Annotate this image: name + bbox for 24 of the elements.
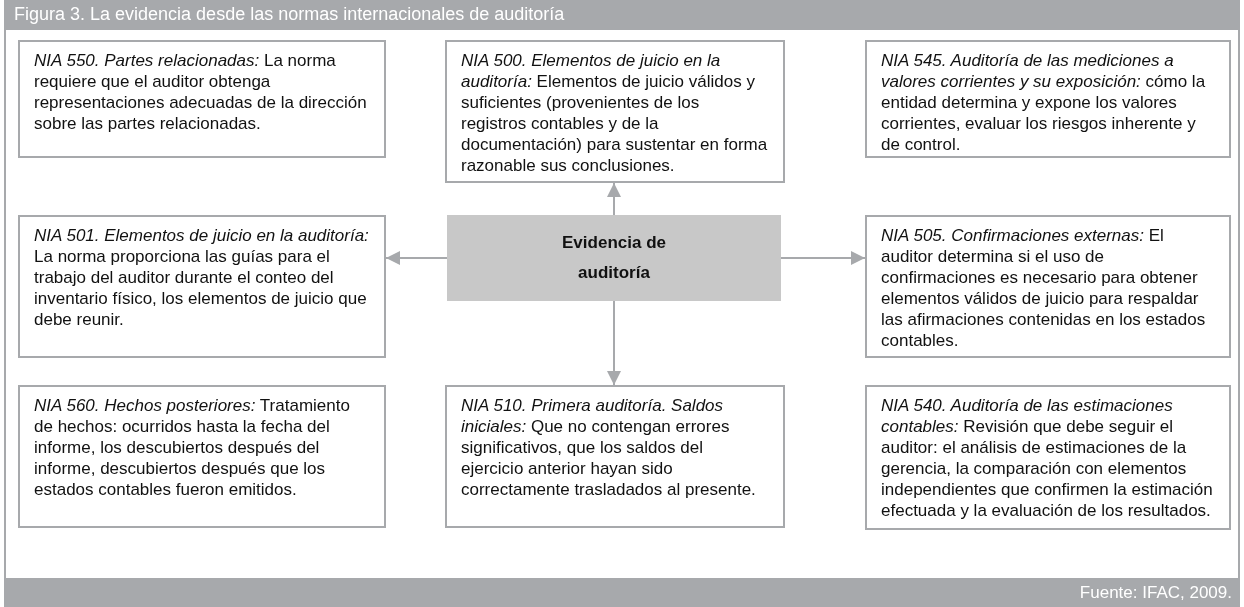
norm-description: NIA 550. Partes relacionadas: La norma requiere que el auditor obtenga representaciones adecuadas de la dirección sobre las partes relacionadas. bbox=[34, 50, 368, 134]
source-caption: Fuente: IFAC, 2009. bbox=[1079, 583, 1232, 603]
arrow bbox=[385, 251, 448, 265]
arrow bbox=[780, 251, 866, 265]
norm-description: NIA 505. Confirmaciones externas: El auditor determina si el uso de confirmaciones es necesario para obtener elementos válidos de juicio para respaldar las afirmaciones contenidas en los estados contables. bbox=[881, 225, 1207, 351]
text-box bbox=[18, 385, 386, 528]
central-box bbox=[447, 215, 781, 301]
norm-description: NIA 501. Elementos de juicio en la auditoría: La norma proporciona las guías para el trabajo del auditor durante el conteo del inventario físico, los elementos de juicio que debe reunir. bbox=[34, 225, 370, 330]
text-box bbox=[18, 40, 386, 158]
text-box bbox=[865, 40, 1231, 158]
norm-description: NIA 500. Elementos de juicio en la auditoría: Elementos de juicio válidos y suficientes (provenientes de los registros contables y de la documentación) para sustentar en forma razonable sus conclusiones. bbox=[461, 50, 769, 176]
text-box bbox=[445, 385, 785, 528]
norm-description: NIA 560. Hechos posteriores: Tratamiento de hechos: ocurridos hasta la fecha del informe, los descubiertos después del informe, descubiertos después que los estados contables fueron emitidos. bbox=[34, 395, 351, 500]
central-label: Evidencia de auditoría bbox=[561, 232, 667, 284]
text-box bbox=[865, 215, 1231, 358]
text-box bbox=[445, 40, 785, 183]
arrow bbox=[607, 300, 621, 386]
figure-title: Figura 3. La evidencia desde las normas internacionales de auditoría bbox=[14, 4, 565, 25]
norm-description: NIA 510. Primera auditoría. Saldos iniciales: Que no contengan errores significativos, que los saldos del ejercicio anterior hayan sido correctamente trasladados al presente. bbox=[461, 395, 757, 500]
text-box bbox=[18, 215, 386, 358]
text-box bbox=[865, 385, 1231, 530]
norm-description: NIA 545. Auditoría de las mediciones a valores corrientes y su exposición: cómo la entidad determina y expone los valores corrientes, evaluar los riesgos inherente y de control. bbox=[881, 50, 1207, 155]
arrow bbox=[607, 182, 621, 216]
norm-description: NIA 540. Auditoría de las estimaciones contables: Revisión que debe seguir el auditor: el análisis de estimaciones de la gerencia, la comparación con elementos independientes que confirmen la estimación efectuada y la evaluación de los resultados. bbox=[881, 395, 1214, 521]
